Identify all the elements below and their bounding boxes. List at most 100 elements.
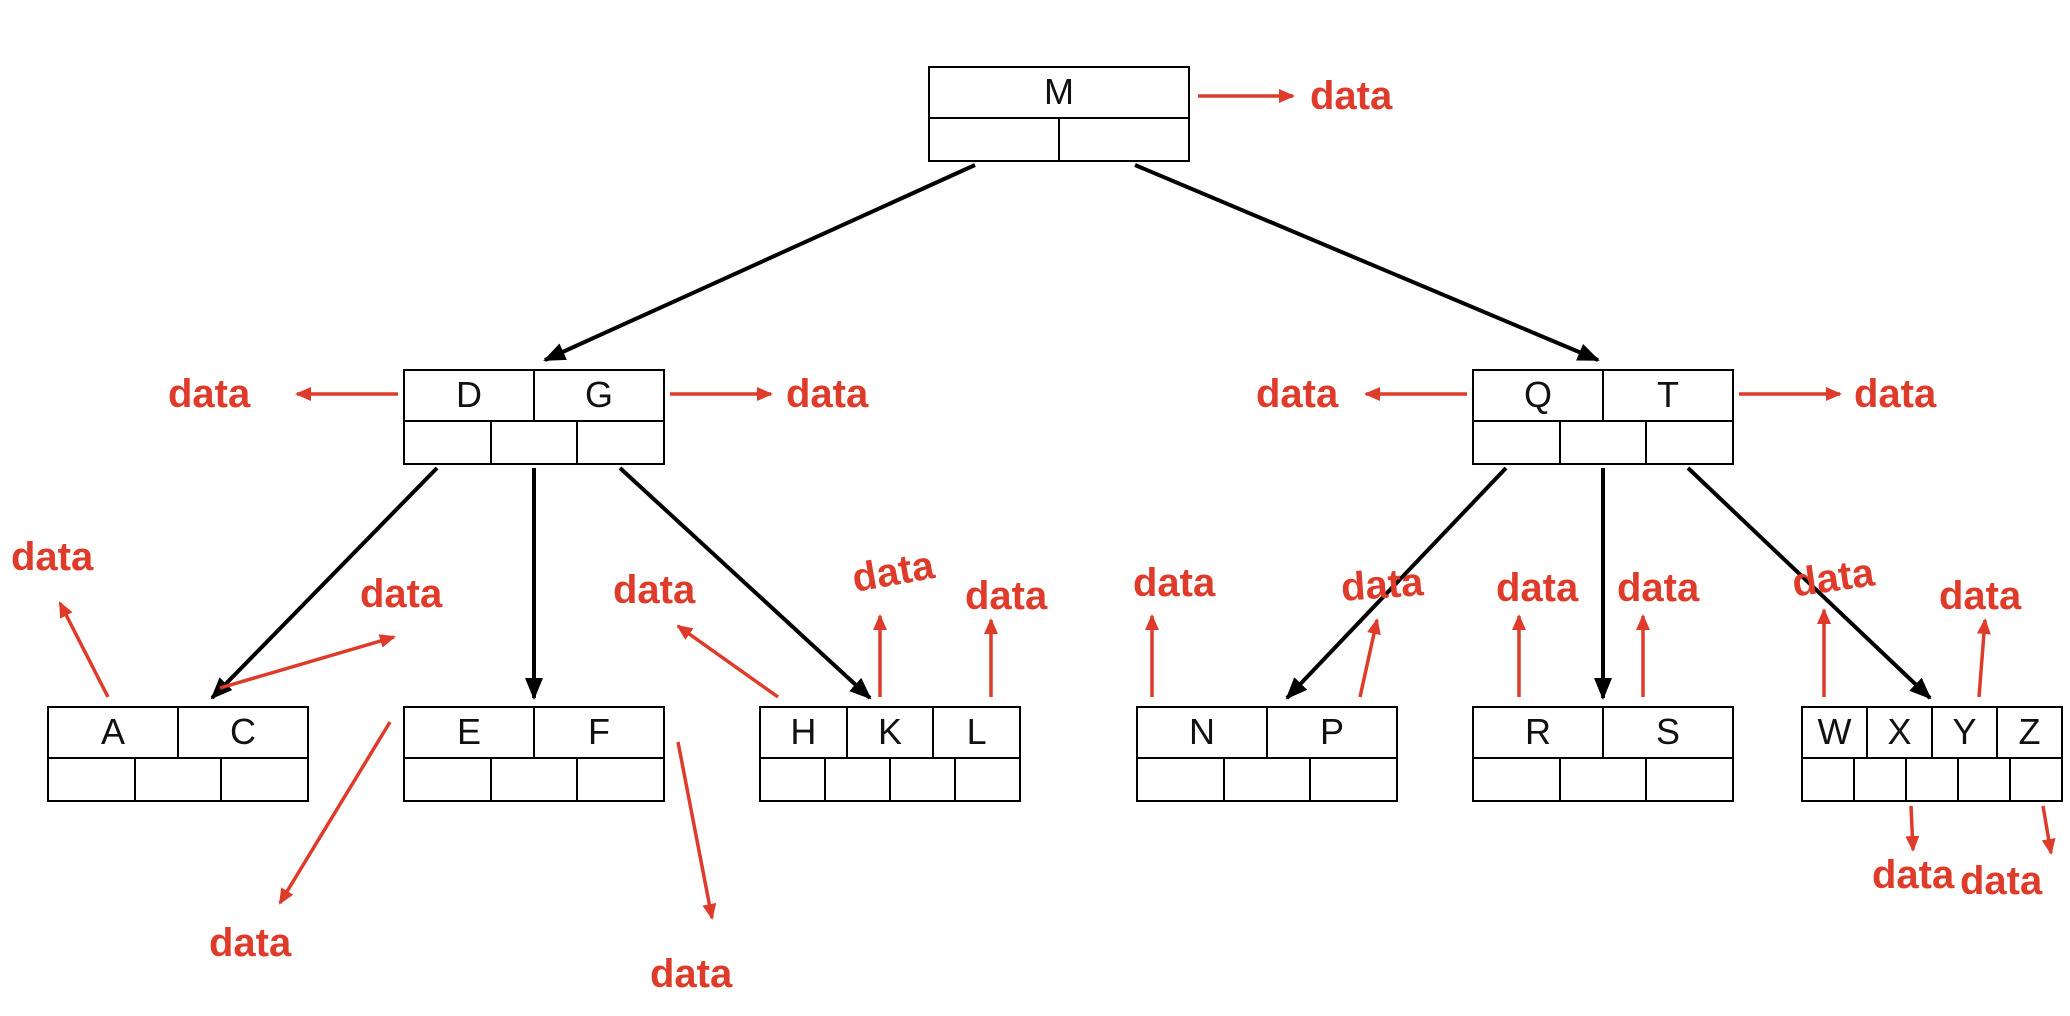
node-dg: D G bbox=[403, 369, 665, 465]
key-cell-h: H bbox=[761, 708, 848, 757]
pointer-row bbox=[761, 756, 1019, 800]
pointer-cell bbox=[1311, 759, 1396, 800]
pointer-cell bbox=[1474, 421, 1561, 463]
data-label-e: data bbox=[209, 921, 292, 965]
data-arrow-e bbox=[278, 721, 392, 905]
key-cell-s: S bbox=[1655, 711, 1680, 753]
key-cell-w: W bbox=[1803, 708, 1868, 757]
key-row: N P bbox=[1138, 708, 1396, 757]
pointer-cell bbox=[1060, 119, 1188, 160]
key-cell-a: A bbox=[49, 708, 179, 757]
pointer-cell bbox=[1907, 758, 1959, 800]
key-cell-t: T bbox=[1657, 374, 1679, 416]
pointer-row bbox=[1474, 756, 1732, 800]
pointer-cell bbox=[1474, 758, 1561, 800]
data-label-dg-right: data bbox=[786, 372, 869, 416]
pointer-cell bbox=[49, 758, 136, 800]
key-row: W X Y Z bbox=[1803, 708, 2061, 757]
key-row: Q T bbox=[1474, 371, 1732, 420]
key-cell-g: G bbox=[584, 374, 613, 416]
key-cell-n: N bbox=[1138, 708, 1268, 757]
pointer-cell bbox=[956, 759, 1019, 800]
data-label-x: data bbox=[1872, 853, 1955, 897]
key-cell-c: C bbox=[230, 711, 256, 753]
node-rs: R S bbox=[1472, 706, 1734, 802]
key-cell-k: K bbox=[848, 708, 935, 757]
pointer-row bbox=[405, 419, 663, 463]
data-label-y: data bbox=[1939, 574, 2022, 618]
pointer-cell bbox=[578, 759, 663, 800]
data-arrow-z bbox=[2041, 805, 2056, 855]
edge-root-qt bbox=[1134, 163, 1600, 362]
data-label-qt-right: data bbox=[1854, 372, 1937, 416]
pointer-cell bbox=[1959, 758, 2011, 800]
data-pointer-arrows bbox=[58, 89, 2056, 920]
key-row: R S bbox=[1474, 708, 1732, 757]
data-arrow-a bbox=[58, 601, 110, 698]
data-label-p: data bbox=[1339, 560, 1425, 610]
pointer-cell bbox=[1803, 758, 1855, 800]
key-cell-f: F bbox=[588, 711, 610, 753]
pointer-row bbox=[405, 756, 663, 800]
pointer-cell bbox=[2011, 759, 2061, 800]
pointer-row bbox=[49, 756, 307, 800]
node-wxyz: W X Y Z bbox=[1801, 706, 2063, 802]
key-row: A C bbox=[49, 708, 307, 757]
key-cell-y: Y bbox=[1933, 708, 1998, 757]
key-row: H K L bbox=[761, 708, 1019, 757]
pointer-cell bbox=[405, 758, 492, 800]
pointer-cell bbox=[1855, 758, 1907, 800]
data-label-n: data bbox=[1133, 561, 1216, 605]
data-arrow-h bbox=[676, 624, 780, 699]
pointer-cell bbox=[136, 758, 223, 800]
edge-dg-hkl bbox=[618, 466, 872, 700]
node-qt: Q T bbox=[1472, 369, 1734, 465]
pointer-cell bbox=[1647, 422, 1732, 463]
node-m: M bbox=[928, 66, 1190, 162]
pointer-cell bbox=[1561, 758, 1648, 800]
pointer-row bbox=[930, 116, 1188, 160]
pointer-cell bbox=[930, 118, 1060, 160]
data-arrow-y bbox=[1976, 618, 1991, 698]
data-arrow-c bbox=[219, 634, 396, 690]
data-arrow-x bbox=[1905, 805, 1920, 852]
key-cell-m: M bbox=[1044, 71, 1074, 113]
pointer-row bbox=[1138, 756, 1396, 800]
pointer-cell bbox=[222, 759, 307, 800]
edge-root-dg bbox=[543, 163, 976, 362]
key-cell-d: D bbox=[405, 371, 535, 420]
key-cell-z: Z bbox=[2018, 711, 2041, 753]
pointer-cell bbox=[1225, 758, 1312, 800]
pointer-cell bbox=[826, 758, 891, 800]
data-label-f: data bbox=[650, 952, 733, 996]
node-ac: A C bbox=[47, 706, 309, 802]
pointer-cell bbox=[761, 758, 826, 800]
data-label-r: data bbox=[1496, 566, 1579, 610]
data-label-a: data bbox=[11, 535, 94, 579]
pointer-cell bbox=[578, 422, 663, 463]
pointer-cell bbox=[405, 421, 492, 463]
data-label-qt-left: data bbox=[1256, 372, 1339, 416]
pointer-cell bbox=[492, 421, 579, 463]
pointer-cell bbox=[1561, 421, 1648, 463]
data-label-z: data bbox=[1960, 859, 2043, 903]
node-hkl: H K L bbox=[759, 706, 1021, 802]
pointer-cell bbox=[1647, 759, 1732, 800]
pointer-cell bbox=[492, 758, 579, 800]
tree-edges bbox=[210, 163, 1932, 700]
node-ef: E F bbox=[403, 706, 665, 802]
key-cell-r: R bbox=[1474, 708, 1604, 757]
edge-qt-np bbox=[1285, 466, 1508, 700]
key-cell-e: E bbox=[405, 708, 535, 757]
data-label-s: data bbox=[1617, 566, 1700, 610]
node-np: N P bbox=[1136, 706, 1398, 802]
edge-qt-wxyz bbox=[1686, 466, 1932, 700]
key-row: D G bbox=[405, 371, 663, 420]
data-label-h: data bbox=[613, 568, 696, 612]
data-arrow-p bbox=[1358, 618, 1381, 698]
data-label-dg-left: data bbox=[168, 372, 251, 416]
pointer-row bbox=[1474, 419, 1732, 463]
data-label-c: data bbox=[360, 572, 443, 616]
